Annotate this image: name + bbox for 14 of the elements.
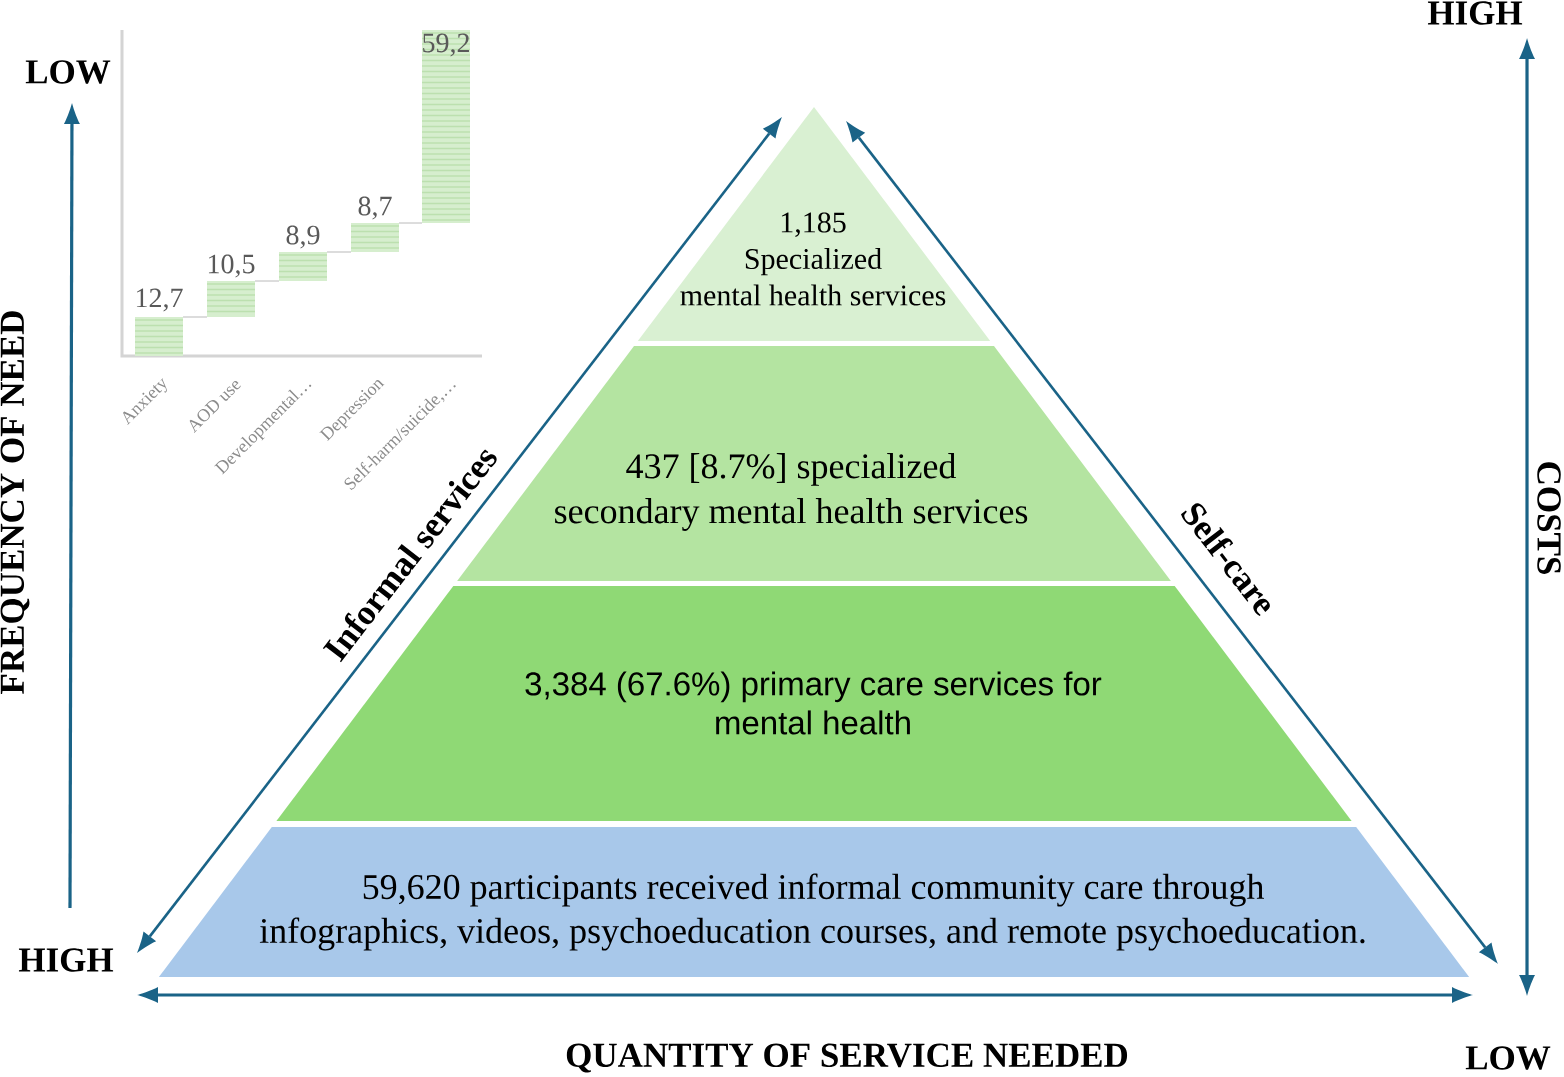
- data-label: 10,5: [208, 254, 255, 278]
- pyramid-base-tier: 59,620 participants received informal community care through infographics, videos, psychoeducation courses, and remote psychoeducation.: [158, 827, 1470, 977]
- axis-end-label: HIGH: [1427, 1, 1523, 25]
- axis-label: COSTS: [1537, 462, 1561, 574]
- data-label: 8,9: [286, 225, 320, 249]
- axis-end-label: HIGH: [18, 948, 114, 972]
- axis-label: FREQUENCY OF NEED: [0, 311, 30, 694]
- pyramid-apex-tier: 1,185 Specialized mental health services: [637, 107, 991, 341]
- data-label: 12,7: [136, 288, 183, 312]
- axis-end-label: LOW: [25, 60, 111, 84]
- data-label: 59,2: [423, 33, 469, 57]
- data-label: 8,7: [358, 196, 392, 220]
- axis-end-label: LOW: [1465, 1046, 1551, 1070]
- axis-label: QUANTITY OF SERVICE NEEDED: [566, 1043, 1128, 1073]
